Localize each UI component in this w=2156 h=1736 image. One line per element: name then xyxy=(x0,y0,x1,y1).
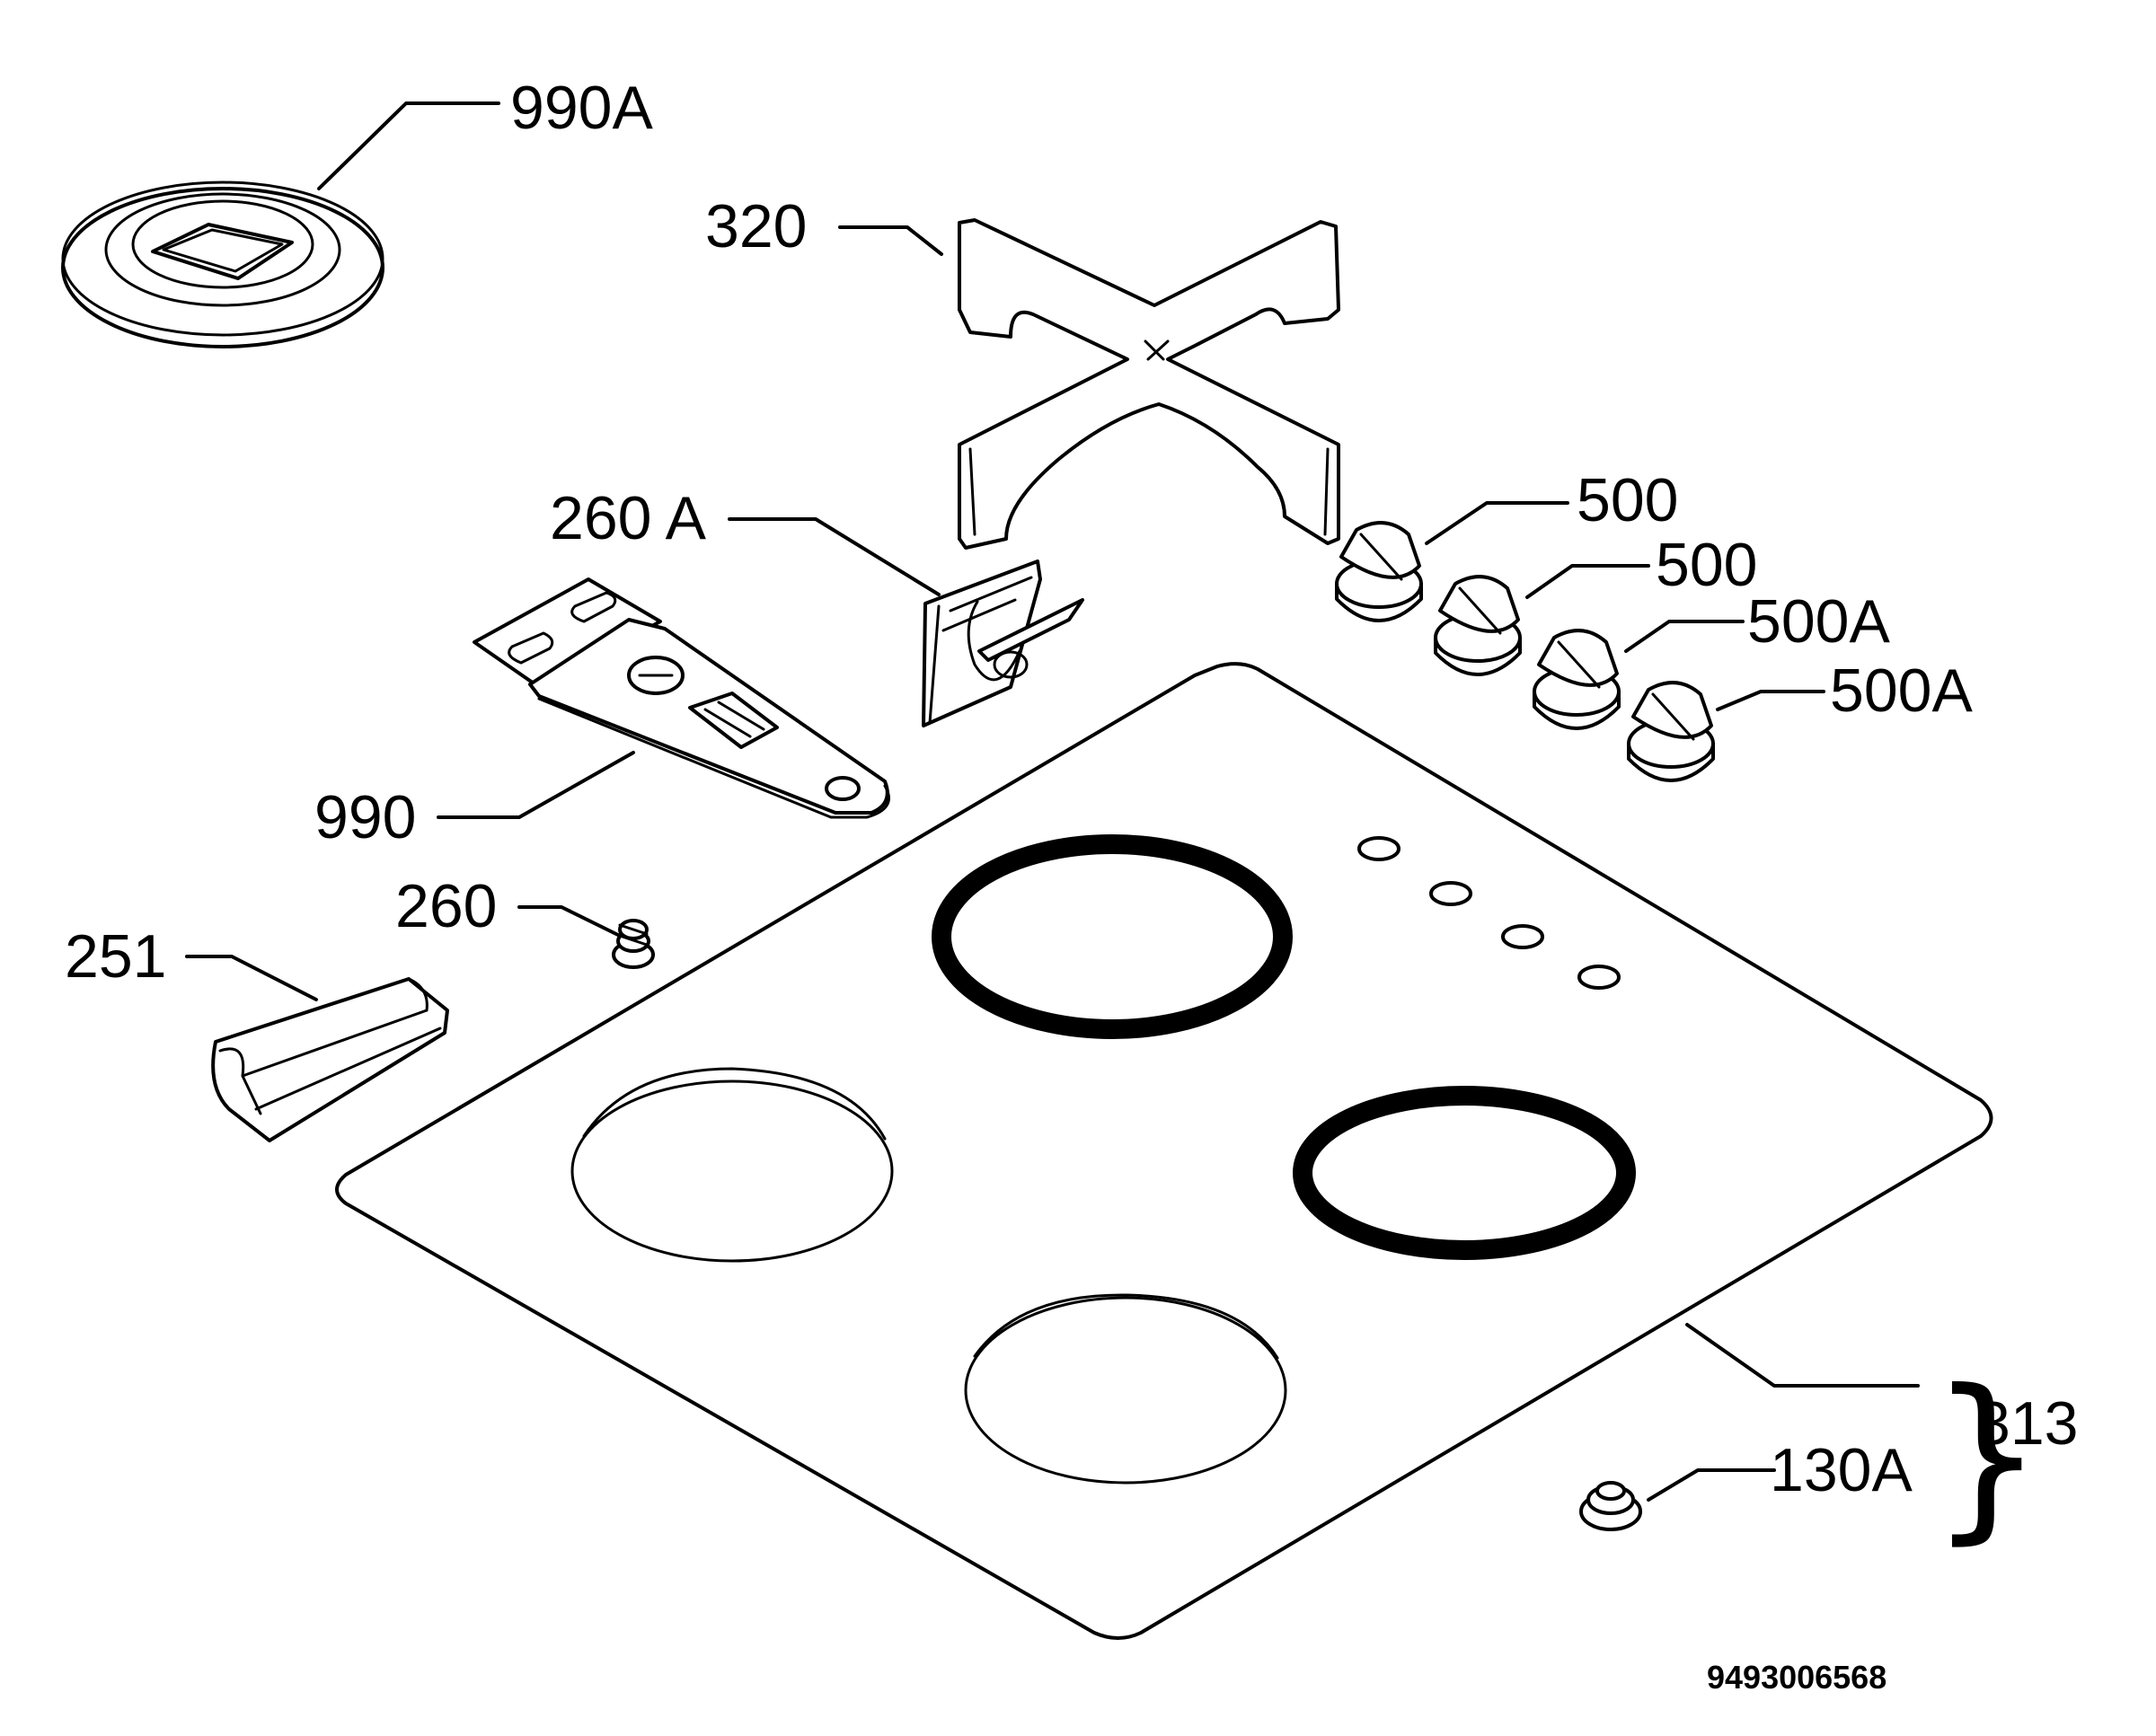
label-500-second: 500 xyxy=(1656,531,1757,599)
label-990: 990 xyxy=(314,783,416,851)
drawing-number: 9493006568 xyxy=(1707,1659,1886,1696)
label-500A-first: 500A xyxy=(1747,587,1890,656)
part-260-screw xyxy=(612,919,655,969)
part-251-clip xyxy=(211,977,449,1142)
hob-ring-back xyxy=(932,834,1293,1039)
part-260A-bracket xyxy=(922,560,1084,727)
part-320-pan-support xyxy=(958,218,1340,550)
knob-500A-first xyxy=(1533,629,1621,730)
part-990A-lid xyxy=(61,181,384,348)
label-260A: 260 A xyxy=(550,484,707,552)
leader-lines xyxy=(185,101,1920,1502)
part-130A-foot xyxy=(1579,1481,1642,1531)
label-990A: 990A xyxy=(510,74,653,142)
label-500A-second: 500A xyxy=(1830,657,1973,725)
assembly-brace: } xyxy=(1930,1352,2044,1561)
hob-cutout-left xyxy=(570,1067,894,1263)
label-251: 251 xyxy=(65,922,166,991)
knob-holes xyxy=(1357,836,1621,990)
label-260: 260 xyxy=(395,872,497,940)
knob-500A-second xyxy=(1627,681,1715,782)
hob-cutout-front xyxy=(964,1293,1287,1485)
part-990-tool xyxy=(473,577,890,819)
knob-500-first xyxy=(1335,521,1423,622)
label-313: 313 xyxy=(1976,1389,2078,1458)
knob-500-second xyxy=(1434,575,1522,676)
hob-ring-right xyxy=(1293,1086,1636,1260)
label-130A: 130A xyxy=(1770,1436,1913,1504)
label-320: 320 xyxy=(705,192,807,260)
label-500-first: 500 xyxy=(1577,466,1678,534)
cooktop-panel xyxy=(335,662,1993,1640)
